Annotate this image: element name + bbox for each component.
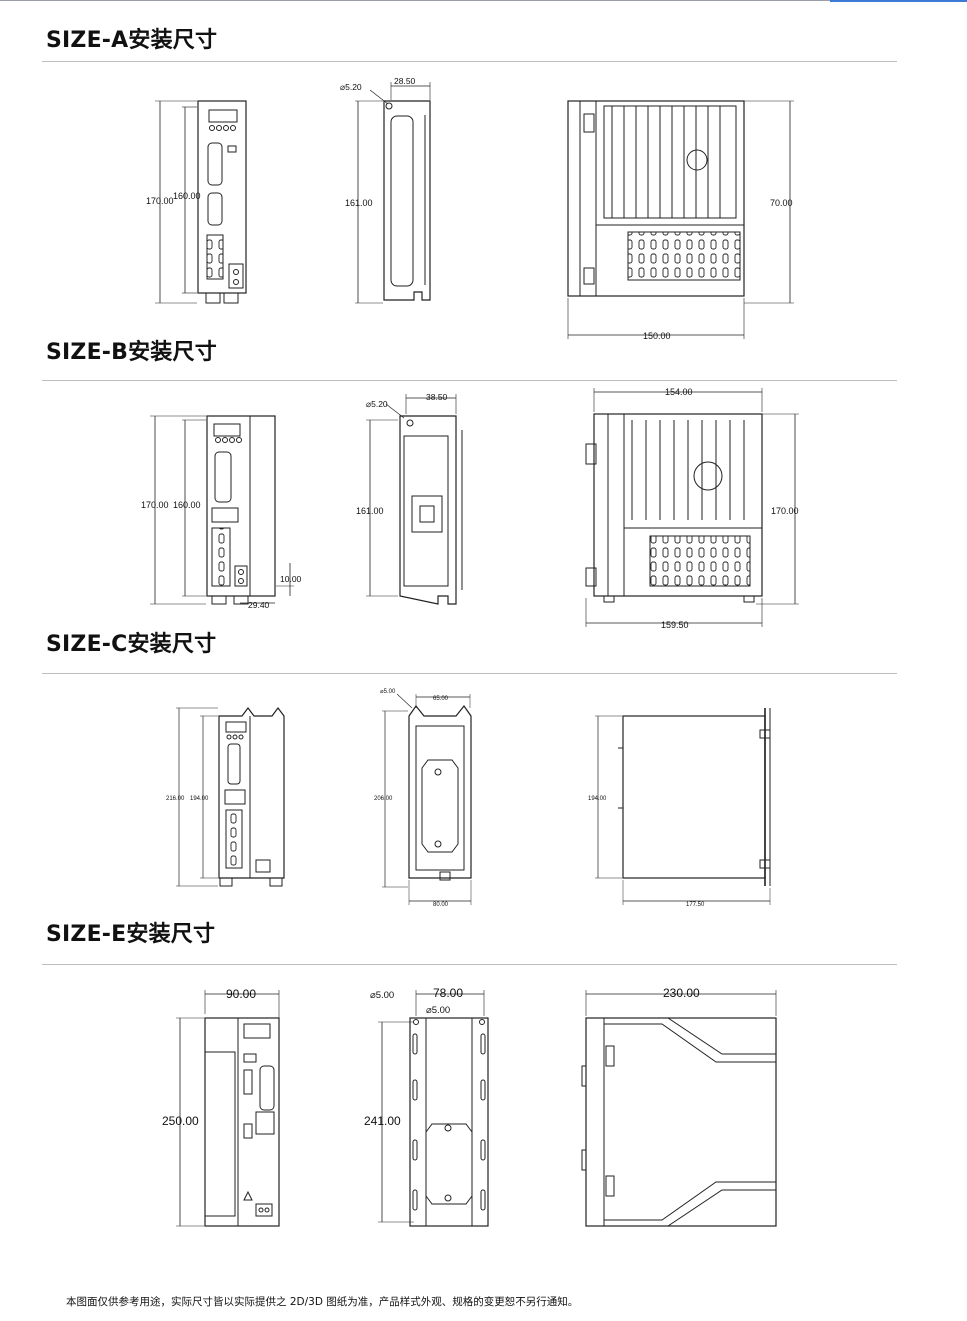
size-e-front-width: 90.00 xyxy=(226,987,256,1001)
size-c-front-view xyxy=(176,707,285,887)
size-b-top-width-top: 154.00 xyxy=(665,387,693,397)
size-b-front-offset: 29.40 xyxy=(248,600,270,610)
size-e-side-width: 78.00 xyxy=(433,986,463,1000)
size-c-front-h2: 194.00 xyxy=(190,796,209,802)
size-a-side-view xyxy=(355,82,431,304)
size-b-front-h2: 160.00 xyxy=(173,500,201,510)
size-a-top-view xyxy=(567,100,794,339)
section-title-e: SIZE-E安装尺寸 xyxy=(46,922,216,947)
size-b-front-h1: 170.00 xyxy=(141,500,169,510)
section-title-a: SIZE-A安装尺寸 xyxy=(46,28,218,53)
size-c-front-h1: 216.00 xyxy=(166,796,185,802)
divider-e xyxy=(42,964,897,965)
footer-note: 本图面仅供参考用途，实际尺寸皆以实际提供之 2D/3D 图纸为准，产品样式外观、… xyxy=(66,1296,579,1308)
size-a-side-hole: ⌀5.20 xyxy=(340,82,362,92)
section-title-c: SIZE-C安装尺寸 xyxy=(46,632,217,657)
top-accent-bar xyxy=(0,0,967,3)
size-e-front-view xyxy=(176,990,280,1227)
size-a-side-width: 28.50 xyxy=(394,76,416,86)
size-a-front-view xyxy=(155,100,247,304)
size-e-side-hole-1: ⌀5.00 xyxy=(370,990,394,1001)
size-c-side-bottom: 80.00 xyxy=(433,902,449,908)
size-e-side-hole-2: ⌀5.00 xyxy=(426,1005,450,1016)
size-c-side-hole: ⌀5.00 xyxy=(380,689,396,695)
size-b-top-height: 170.00 xyxy=(771,506,799,516)
size-b-side-height: 161.00 xyxy=(356,506,384,516)
size-b-front-small: 10.00 xyxy=(280,574,302,584)
size-c-top-width: 177.50 xyxy=(686,902,705,908)
divider-c xyxy=(42,673,897,674)
size-b-side-view xyxy=(366,394,463,605)
size-b-top-view xyxy=(585,388,799,627)
size-e-front-height: 250.00 xyxy=(162,1114,199,1128)
size-a-side-height: 161.00 xyxy=(345,198,373,208)
size-c-side-view xyxy=(382,693,472,905)
section-title-b: SIZE-B安装尺寸 xyxy=(46,340,217,365)
divider-a xyxy=(42,61,897,62)
size-c-top-view xyxy=(595,708,771,905)
size-e-top-view xyxy=(581,990,777,1227)
size-b-top-width: 159.50 xyxy=(661,620,689,630)
size-b-front-view xyxy=(150,415,294,605)
size-a-front-h1: 170.00 xyxy=(146,196,174,206)
size-b-side-hole: ⌀5.20 xyxy=(366,399,388,409)
divider-b xyxy=(42,380,897,381)
size-c-side-width: 65.00 xyxy=(433,696,449,702)
size-e-top-width: 230.00 xyxy=(663,986,700,1000)
size-c-side-height: 206.00 xyxy=(374,796,393,802)
size-c-top-height: 194.00 xyxy=(588,796,607,802)
size-e-side-view xyxy=(378,990,489,1227)
size-a-top-width: 150.00 xyxy=(643,331,671,341)
size-a-front-h2: 160.00 xyxy=(173,191,201,201)
size-a-top-height: 70.00 xyxy=(770,198,793,208)
size-b-side-width: 38.50 xyxy=(426,392,448,402)
size-e-side-height: 241.00 xyxy=(364,1114,401,1128)
